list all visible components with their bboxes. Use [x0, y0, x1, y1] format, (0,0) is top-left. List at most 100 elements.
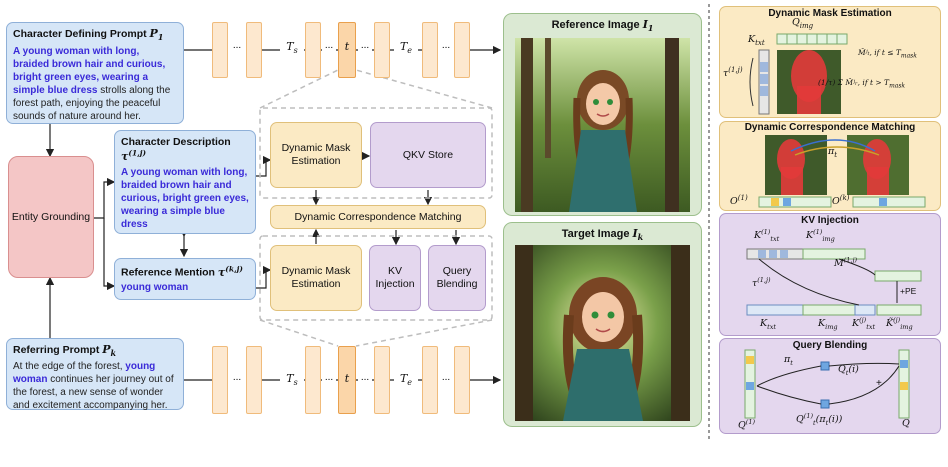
dme-case2-text: M̂ʲᵣ, if t > T [845, 78, 890, 87]
reference-image-title-text: Reference Image [551, 19, 640, 31]
timeline-top-token [422, 22, 438, 78]
char-desc-title: Character Description τ(1,j) [121, 136, 249, 163]
dme-case1-text: M̂ʲₜ, if t ≤ T [858, 48, 901, 57]
defining-symbol: P [149, 27, 158, 40]
k-txt-sub: txt [755, 38, 765, 47]
reference-mention-box: Reference Mention τ(k,j) young woman [114, 258, 256, 300]
k-txt-sym: K [748, 34, 756, 45]
timeline-dots: ... [322, 40, 336, 54]
dcm-ok-sym: O [832, 196, 840, 208]
qb-panel-graphics [744, 349, 910, 419]
target-image [515, 245, 690, 421]
kv-k-txt1-sup: (1) [761, 228, 771, 236]
reference-image [515, 38, 690, 212]
dme-top-label: Dynamic Mask Estimation [281, 142, 351, 167]
timeline-ts: Ts [280, 40, 304, 56]
kv-k-img1-sym: K [806, 230, 814, 242]
dme-case1-sub: mask [900, 52, 917, 60]
character-description-box: Character Description τ(1,j) A young wom… [114, 130, 256, 234]
tgt-img-sub: k [637, 232, 644, 243]
dme-case1: M̂ʲₜ, if t ≤ Tmask [858, 48, 917, 60]
kv-injection-module: KV Injection [369, 245, 421, 311]
dcm-module: Dynamic Correspondence Matching [270, 205, 486, 229]
ref-mention-title: Reference Mention τ(k,j) [121, 264, 249, 279]
defining-prompt-title: Character Defining Prompt P1 [13, 27, 177, 42]
tgt-img-symbol: I [632, 227, 638, 240]
defining-sub: 1 [157, 32, 164, 43]
target-image-panel: Target Image Ik [503, 222, 702, 427]
panel-dcm-title: Dynamic Correspondence Matching [744, 122, 916, 133]
kv-k-img1: K(1)img [806, 228, 835, 243]
dme-case2-pre: (1/τ) Σ [818, 78, 843, 87]
timeline-bottom-token [374, 346, 390, 414]
kv-k-txt: Ktxt [760, 318, 776, 331]
timeline-bottom-t: t [344, 372, 350, 385]
q-img-sub: img [799, 21, 814, 30]
timeline-top-token [305, 22, 321, 78]
kv-k-txt-j-sym: K [852, 318, 860, 330]
te-sub: e [407, 46, 413, 56]
defining-highlight: A young woman with long, braided brown h… [13, 46, 166, 97]
timeline-dots: ... [438, 372, 454, 386]
qb-qt1-sub: t [813, 419, 816, 428]
qb-q1-sym: Q [738, 420, 746, 432]
reference-image-title: Reference Image I1 [504, 18, 701, 33]
dcm-pi-label: πt [828, 146, 837, 159]
kv-k-txt-j-sup: (j) [859, 316, 867, 324]
char-desc-sup: (1,j) [128, 148, 147, 157]
timeline-top-token [212, 22, 228, 78]
qb-pi-sym: π [784, 354, 791, 365]
dme-tau-sup: (1,j) [728, 66, 743, 74]
ts-sub: s [293, 46, 298, 56]
kv-k-txt1-sym: K [754, 230, 762, 242]
char-desc-symbol: τ(1,j) [121, 148, 147, 163]
timeline-bottom-token [246, 346, 262, 414]
kv-tau-sup: (1,j) [757, 276, 771, 284]
timeline-t: t [344, 40, 350, 53]
kv-m-sup: (1,j) [843, 256, 858, 264]
qb-qt-arg: (i) [848, 364, 859, 375]
timeline-bottom-token [422, 346, 438, 414]
q-img-sym: Q [792, 17, 800, 28]
kv-k-img-sym: K [818, 318, 826, 329]
timeline-bottom-token [454, 346, 470, 414]
dme-case2-sub: mask [889, 82, 906, 90]
kv-k-txt1-sub: txt [770, 235, 780, 244]
kv-panel-graphics [746, 248, 922, 316]
char-desc-text: A young woman with long, braided brown h… [121, 166, 249, 230]
character-defining-prompt: Character Defining Prompt P1 A young wom… [6, 22, 184, 124]
timeline-top-token [454, 22, 470, 78]
kv-k-txt-j: K(j)txt [852, 316, 875, 331]
dme-tau-label: τ(1,j) [723, 66, 743, 79]
kv-injection-label: KV Injection [375, 265, 415, 290]
te-sub: e [407, 378, 413, 388]
entity-grounding-box: Entity Grounding [8, 156, 94, 278]
kv-m: M(1,j) [834, 256, 857, 269]
dcm-pi-sym: π [828, 146, 835, 157]
timeline-top-current-token [338, 22, 356, 78]
qb-qt1: Q(1)t(πt(i)) [796, 412, 842, 427]
ref-mention-symbol: τ(k,j) [218, 264, 243, 279]
dcm-o1-sym: O [730, 196, 738, 208]
timeline-bottom-token [212, 346, 228, 414]
referring-prompt: Referring Prompt Pk At the edge of the f… [6, 338, 184, 411]
qb-qt-sym: Q [838, 364, 846, 375]
defining-prompt-title-text: Character Defining Prompt [13, 28, 147, 40]
timeline-dots: ... [358, 40, 372, 54]
dme-bottom-module: Dynamic Mask Estimation [270, 245, 362, 311]
qb-qt1-arg: (π [815, 414, 826, 426]
qkv-store-module: QKV Store [370, 122, 486, 188]
timeline-dots: ... [322, 372, 336, 386]
kv-k-img-j-sym: K̃ [886, 318, 894, 330]
qb-qt1-arg-end: (i)) [828, 414, 843, 426]
kv-k-txt1: K(1)txt [754, 228, 779, 243]
dcm-panel-graphics [758, 135, 926, 208]
char-desc-title-text: Character Description [121, 136, 231, 148]
dcm-o1-label: O(1) [730, 194, 748, 207]
referring-prompt-title-text: Referring Prompt [13, 344, 100, 356]
panel-dme-title: Dynamic Mask Estimation [768, 8, 892, 19]
target-image-title: Target Image Ik [504, 227, 701, 242]
dme-k-txt-label: Ktxt [748, 34, 765, 47]
qb-qt: Qt(i) [838, 364, 859, 377]
